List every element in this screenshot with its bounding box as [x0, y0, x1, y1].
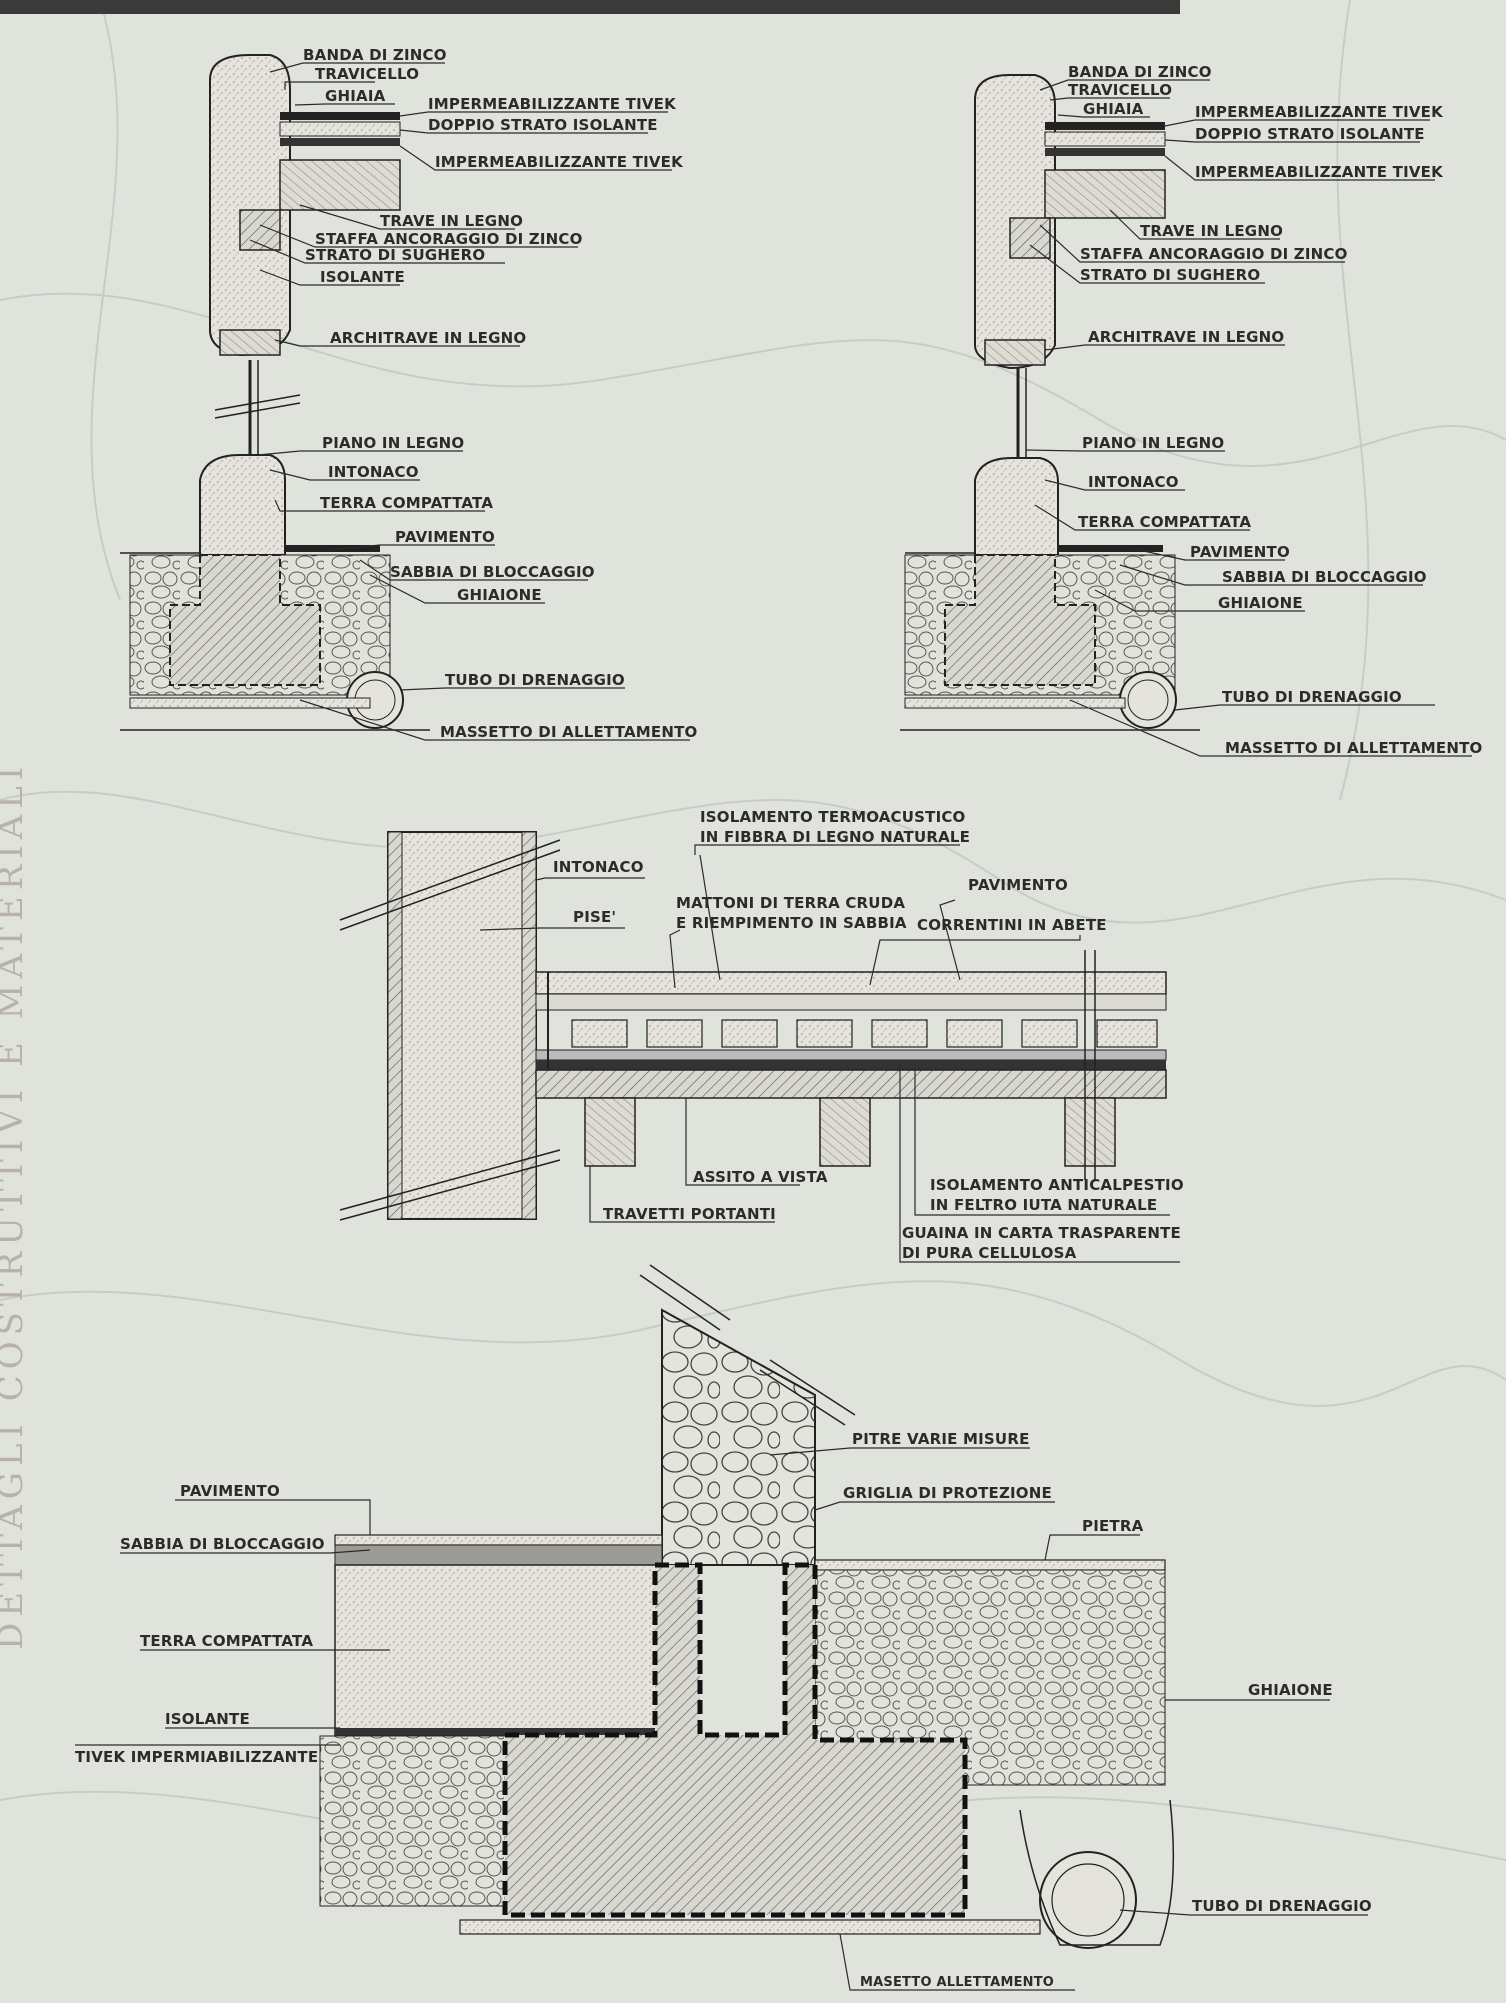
label-architrave-in-legno: ARCHITRAVE IN LEGNO: [330, 329, 526, 347]
label-sabbia-di-bloccaggio: SABBIA DI BLOCCAGGIO: [120, 1535, 325, 1553]
label-massetto-di-allettamento: MASSETTO DI ALLETTAMENTO: [440, 723, 698, 741]
label-intonaco: INTONACO: [328, 463, 419, 481]
label-terra-compattata: TERRA COMPATTATA: [1078, 513, 1251, 531]
label-doppio-strato-isolante: DOPPIO STRATO ISOLANTE: [1195, 125, 1425, 143]
label-impermeabilizzante-tivek-1: IMPERMEABILIZZANTE TIVEK: [1195, 103, 1444, 121]
label-ghiaione: GHIAIONE: [457, 586, 542, 604]
label-ghiaia: GHIAIA: [1083, 100, 1144, 118]
label-impermeabilizzante-tivek-2: IMPERMEABILIZZANTE TIVEK: [435, 153, 684, 171]
detail-floor-labels: ISOLAMENTO TERMOACUSTICO IN FIBBRA DI LE…: [553, 808, 1184, 1262]
label-architrave-in-legno: ARCHITRAVE IN LEGNO: [1088, 328, 1284, 346]
label-terra-compattata: TERRA COMPATTATA: [140, 1632, 313, 1650]
label-terra-compattata: TERRA COMPATTATA: [320, 494, 493, 512]
label-strato-di-sughero: STRATO DI SUGHERO: [1080, 266, 1260, 284]
label-intonaco: INTONACO: [1088, 473, 1179, 491]
detail-left-labels: BANDA DI ZINCO TRAVICELLO GHIAIA IMPERME…: [303, 46, 698, 741]
label-pura-cellulosa: DI PURA CELLULOSA: [902, 1244, 1077, 1262]
label-tivek-impermiabilizzante: TIVEK IMPERMIABILIZZANTE: [75, 1748, 318, 1766]
label-ghiaione: GHIAIONE: [1248, 1681, 1333, 1699]
label-masetto-allettamento: MASETTO ALLETTAMENTO: [860, 1975, 1054, 1990]
label-mattoni-terra-cruda: MATTONI DI TERRA CRUDA: [676, 894, 905, 912]
label-pietra: PIETRA: [1082, 1517, 1144, 1535]
detail-left-drawing: [120, 54, 430, 731]
detail-foundation-leaders: [75, 1447, 1368, 1991]
detail-floor-drawing: [339, 831, 1167, 1221]
label-pavimento: PAVIMENTO: [1190, 543, 1290, 561]
detail-right-leaders: [1025, 79, 1472, 757]
label-pitre-varie-misure: PITRE VARIE MISURE: [852, 1430, 1030, 1448]
detail-right-drawing: [900, 74, 1200, 731]
label-pavimento: PAVIMENTO: [180, 1482, 280, 1500]
detail-foundation-labels: PITRE VARIE MISURE GRIGLIA DI PROTEZIONE…: [75, 1430, 1372, 1990]
label-intonaco: INTONACO: [553, 858, 644, 876]
label-fibra-legno: IN FIBBRA DI LEGNO NATURALE: [700, 828, 970, 846]
detail-floor-leaders: [479, 844, 1180, 1263]
top-dark-strip: [0, 0, 1180, 14]
label-pise: PISE': [573, 908, 616, 926]
label-banda-di-zinco: BANDA DI ZINCO: [1068, 63, 1212, 81]
label-tubo-di-drenaggio: TUBO DI DRENAGGIO: [1222, 688, 1402, 706]
label-staffa-ancoraggio: STAFFA ANCORAGGIO DI ZINCO: [315, 230, 583, 248]
label-ghiaia: GHIAIA: [325, 87, 386, 105]
label-assito-a-vista: ASSITO A VISTA: [693, 1168, 828, 1186]
label-isolamento-anticalpestio: ISOLAMENTO ANTICALPESTIO: [930, 1176, 1184, 1194]
label-staffa-ancoraggio: STAFFA ANCORAGGIO DI ZINCO: [1080, 245, 1348, 263]
label-tubo-di-drenaggio: TUBO DI DRENAGGIO: [1192, 1897, 1372, 1915]
label-doppio-strato-isolante: DOPPIO STRATO ISOLANTE: [428, 116, 658, 134]
label-trave-in-legno: TRAVE IN LEGNO: [1140, 222, 1283, 240]
label-ghiaione: GHIAIONE: [1218, 594, 1303, 612]
label-trave-in-legno: TRAVE IN LEGNO: [380, 212, 523, 230]
label-impermeabilizzante-tivek-2: IMPERMEABILIZZANTE TIVEK: [1195, 163, 1444, 181]
label-guaina-carta: GUAINA IN CARTA TRASPARENTE: [902, 1224, 1181, 1242]
detail-right-labels: BANDA DI ZINCO TRAVICELLO GHIAIA IMPERME…: [1068, 63, 1483, 757]
label-tubo-di-drenaggio: TUBO DI DRENAGGIO: [445, 671, 625, 689]
label-pavimento: PAVIMENTO: [395, 528, 495, 546]
label-strato-di-sughero: STRATO DI SUGHERO: [305, 246, 485, 264]
label-griglia-di-protezione: GRIGLIA DI PROTEZIONE: [843, 1484, 1052, 1502]
label-banda-di-zinco: BANDA DI ZINCO: [303, 46, 447, 64]
label-impermeabilizzante-tivek-1: IMPERMEABILIZZANTE TIVEK: [428, 95, 677, 113]
label-sabbia-di-bloccaggio: SABBIA DI BLOCCAGGIO: [1222, 568, 1427, 586]
label-travicello: TRAVICELLO: [315, 65, 419, 83]
label-isolante: ISOLANTE: [320, 268, 405, 286]
label-feltro-iuta: IN FELTRO IUTA NATURALE: [930, 1196, 1157, 1214]
label-travicello: TRAVICELLO: [1068, 81, 1172, 99]
label-travetti-portanti: TRAVETTI PORTANTI: [603, 1205, 776, 1223]
label-massetto-di-allettamento: MASSETTO DI ALLETTAMENTO: [1225, 739, 1483, 757]
side-title: DETTAGLI COSTRUTTIVI E MATERIALI: [0, 761, 31, 1650]
label-sabbia-di-bloccaggio: SABBIA DI BLOCCAGGIO: [390, 563, 595, 581]
label-correntini-abete: CORRENTINI IN ABETE: [917, 916, 1107, 934]
detail-left-leaders: [249, 62, 690, 741]
label-isolante: ISOLANTE: [165, 1710, 250, 1728]
label-pavimento: PAVIMENTO: [968, 876, 1068, 894]
label-isolamento-termoacustico: ISOLAMENTO TERMOACUSTICO: [700, 808, 966, 826]
label-piano-in-legno: PIANO IN LEGNO: [1082, 434, 1224, 452]
label-riempimento-sabbia: E RIEMPIMENTO IN SABBIA: [676, 914, 907, 932]
label-piano-in-legno: PIANO IN LEGNO: [322, 434, 464, 452]
